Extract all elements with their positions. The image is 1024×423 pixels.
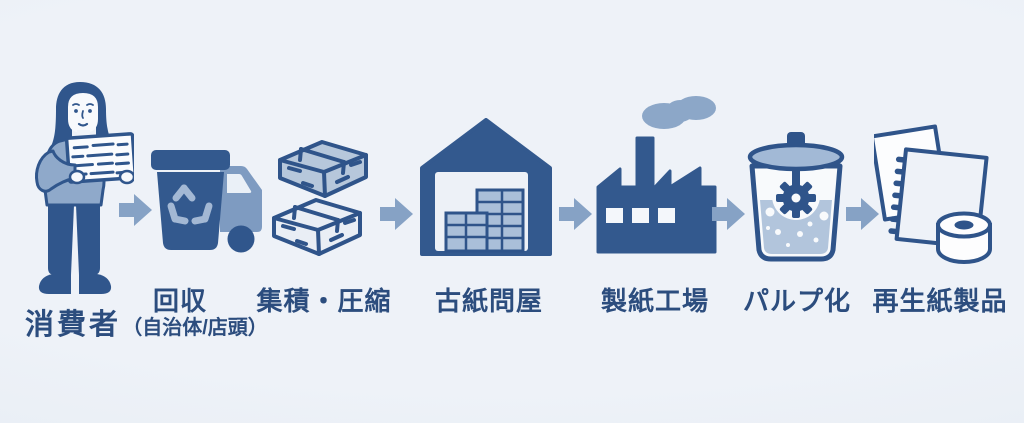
gear-icon <box>776 178 816 218</box>
stage-label-products: 再生紙製品 <box>872 286 1008 316</box>
stage-sublabel-collection: （自治体/店頭） <box>122 317 268 339</box>
pulper-icon <box>747 132 845 262</box>
recycling-bin-and-truck-icon <box>151 150 262 253</box>
flow-arrow-icon <box>119 194 152 226</box>
stage-label-wholesaler: 古紙問屋 <box>434 286 544 316</box>
stage-label-pulping: パルプ化 <box>742 286 852 316</box>
toilet-paper-roll-icon <box>936 211 992 264</box>
stage-label-consumer: 消費者 <box>24 309 122 341</box>
paper-bales-icon <box>272 140 368 256</box>
smoke-icon <box>642 96 716 129</box>
flow-arrow-icon <box>559 198 592 230</box>
recycle-symbol-icon <box>167 184 213 225</box>
stage-label-collection: 回収 <box>152 286 208 316</box>
stage-label-compression: 集積・圧縮 <box>256 286 392 316</box>
consumer-person-icon <box>35 82 134 294</box>
warehouse-icon <box>420 118 552 256</box>
flow-arrow-icon <box>380 198 413 230</box>
paper-mill-factory-icon <box>596 96 717 254</box>
stage-label-paper-mill: 製紙工場 <box>600 286 710 316</box>
flow-arrow-icon <box>712 198 745 230</box>
flow-arrow-icon <box>846 198 879 230</box>
recycled-paper-products-icon <box>874 124 992 264</box>
